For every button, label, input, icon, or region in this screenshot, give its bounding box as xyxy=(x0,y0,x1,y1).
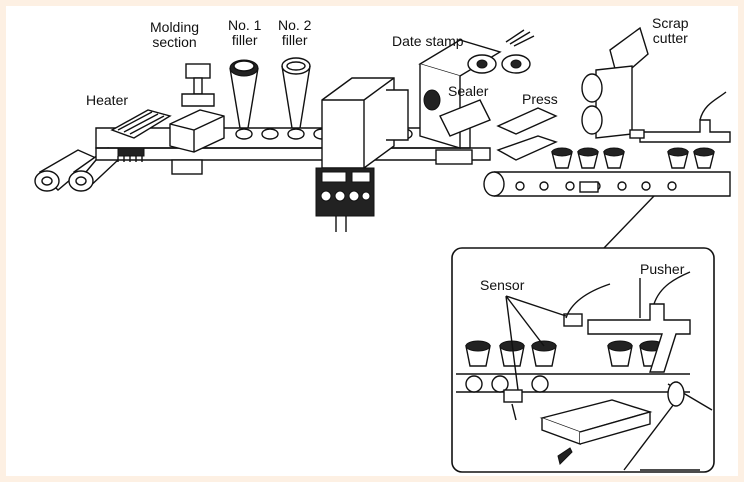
date-stamp-text: Date stamp xyxy=(392,34,464,49)
press-text: Press xyxy=(522,92,558,107)
scrap-text-2: cutter xyxy=(652,31,689,46)
label-heater: Heater xyxy=(86,93,128,108)
label-sensor: Sensor xyxy=(480,278,524,293)
filler2-text-2: filler xyxy=(278,33,311,48)
scrap-text-1: Scrap xyxy=(652,16,689,31)
label-sealer: Sealer xyxy=(448,84,488,99)
filler1-text-1: No. 1 xyxy=(228,18,261,33)
filler1-text-2: filler xyxy=(228,33,261,48)
label-press: Press xyxy=(522,92,558,107)
molding-text-2: section xyxy=(150,35,199,50)
label-date-stamp: Date stamp xyxy=(392,34,464,49)
label-pusher: Pusher xyxy=(640,262,684,277)
heater-text: Heater xyxy=(86,93,128,108)
sealer-text: Sealer xyxy=(448,84,488,99)
molding-text-1: Molding xyxy=(150,20,199,35)
filler2-text-1: No. 2 xyxy=(278,18,311,33)
sensor-text: Sensor xyxy=(480,278,524,293)
pusher-text: Pusher xyxy=(640,262,684,277)
lower-conveyor xyxy=(484,172,730,196)
